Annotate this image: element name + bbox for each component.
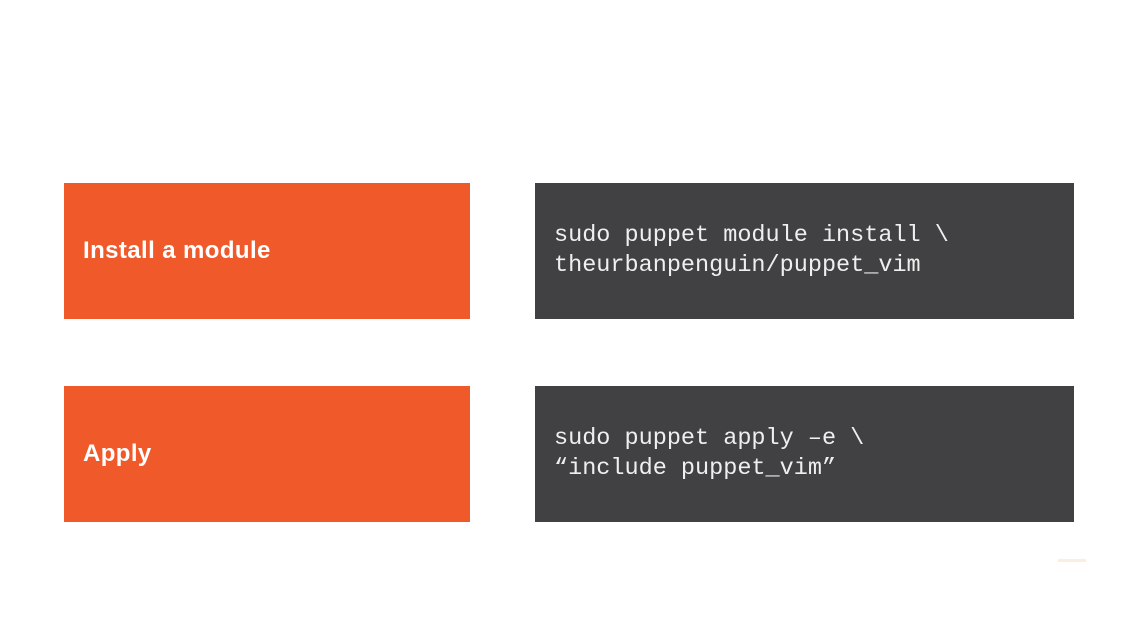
install-module-code-box: sudo puppet module install \ theurbanpen…	[535, 183, 1074, 319]
install-module-code-line-1: sudo puppet module install \	[554, 222, 949, 249]
apply-code-line-2: “include puppet_vim”	[554, 455, 837, 482]
install-module-label-box: Install a module	[64, 183, 470, 319]
apply-code-box: sudo puppet apply –e \ “include puppet_v…	[535, 386, 1074, 522]
apply-code-line-1: sudo puppet apply –e \	[554, 425, 865, 452]
faint-artifact-line	[1058, 559, 1086, 562]
install-module-code-line-2: theurbanpenguin/puppet_vim	[554, 252, 921, 279]
apply-label: Apply	[83, 440, 152, 467]
install-module-label: Install a module	[83, 237, 271, 264]
apply-label-box: Apply	[64, 386, 470, 522]
